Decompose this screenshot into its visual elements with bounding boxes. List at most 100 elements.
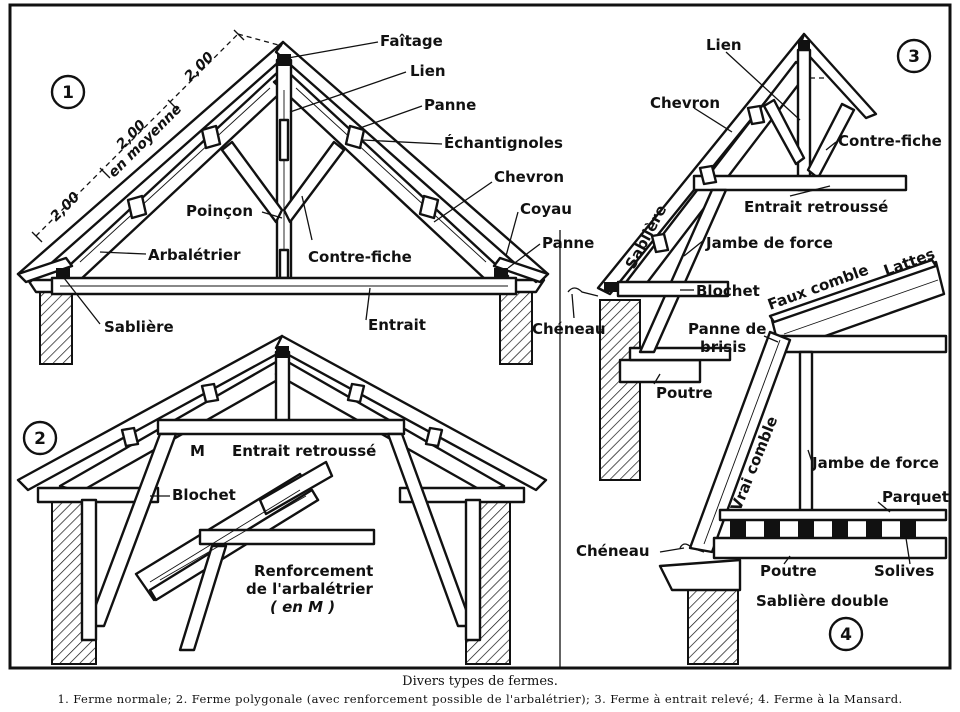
p4-leader-jambe [807, 449, 813, 463]
caption-items: 1. Ferme normale; 2. Ferme polygonale (a… [57, 692, 902, 706]
p2-renforcement-entrait [198, 528, 376, 546]
p1-grain-1 [79, 87, 271, 263]
p3-label-cheneau: Chéneau [532, 320, 606, 338]
p1-label-sabliere: Sablière [104, 318, 174, 336]
p1-number-circle [50, 74, 86, 110]
p2-post-right [464, 498, 482, 642]
p1-leader-poincon [261, 211, 283, 219]
p1-dim-ext-1 [237, 33, 283, 47]
p4-sabliere-cornice [658, 558, 742, 592]
p4-faux-grain [783, 279, 939, 335]
p1-dim-3: 2,00 [182, 49, 218, 85]
p2-entrait-retrousse [156, 418, 406, 436]
p1-grain-2 [295, 87, 487, 263]
p4-label-jambe-de-force: Jambe de force [811, 454, 939, 472]
p3-label-chevron: Chevron [650, 94, 720, 112]
p2-faitage-block [276, 346, 289, 358]
p3-echant-3 [746, 104, 766, 126]
p1-label-panne: Panne [424, 96, 476, 114]
p4-label-parquet: Parquet [882, 488, 949, 506]
p1-label-arbaletrier: Arbalétrier [148, 246, 241, 264]
p1-number: 1 [62, 83, 74, 103]
p2-chevron-right [274, 334, 548, 492]
p1-leader-echantignoles [361, 139, 443, 145]
p4-solives [730, 520, 916, 538]
p2-echant-4 [424, 426, 444, 448]
p1-contre-fiche-right [282, 140, 346, 224]
p1-echantignole-4 [418, 194, 440, 220]
p4-label-cheneau: Chéneau [576, 542, 650, 560]
p3-poutre [618, 358, 702, 384]
p3-label-poutre: Poutre [656, 384, 713, 402]
p4-vrai-grain [703, 339, 781, 545]
p1-echantignole-3 [344, 124, 366, 150]
p2-blochet-left [36, 486, 160, 504]
p1-label-echantignoles: Échantignoles [444, 133, 563, 152]
p4-leader-solives [905, 537, 911, 565]
p1-poincon-strap [278, 118, 290, 162]
p1-coyau-left [16, 256, 74, 284]
p1-panne-sabliere-left [56, 268, 70, 278]
p1-label-panne2: Panne [542, 234, 594, 252]
p1-dim-tick-2 [99, 167, 111, 179]
p1-label-coyau: Coyau [520, 200, 572, 218]
p4-label-panne-de-brisis-1: Panne de [688, 320, 766, 338]
p4-leader-poutre [783, 555, 791, 565]
p4-vrai-comble [688, 330, 792, 554]
panel-3-entrait-releve: 3 Lien Chevron Contre-fiche Sablière Ent… [532, 32, 942, 481]
p3-leader-entrait [789, 185, 831, 197]
p3-leader-chevron [693, 107, 733, 133]
figure-frame [8, 3, 952, 670]
p4-parquet [718, 508, 948, 522]
p1-leader-panne2 [507, 243, 541, 269]
p1-leader-chevron [433, 181, 493, 223]
p1-label-contre-fiche: Contre-fiche [308, 248, 412, 266]
p1-dim-tick-4 [233, 29, 245, 41]
p3-number: 3 [908, 47, 920, 67]
p4-leader-cheneau [659, 547, 685, 553]
p2-label-blochet: Blochet [172, 486, 236, 504]
p1-poincon-strap-2 [278, 248, 290, 280]
p1-chevron-right [274, 40, 550, 284]
p2-post-left [80, 498, 98, 642]
p3-label-blochet: Blochet [696, 282, 760, 300]
p1-label-lien: Lien [410, 62, 446, 80]
p1-dim-line [35, 33, 239, 237]
p1-label-poincon: Poinçon [186, 202, 253, 220]
p4-leader-panne [763, 335, 779, 343]
p2-echant-3 [346, 382, 366, 404]
p2-renforcement-jambe [178, 544, 228, 652]
p1-echantignole-1 [200, 124, 222, 150]
p1-leader-faitage [287, 41, 379, 59]
p3-leader-jambe [683, 239, 705, 257]
p1-label-entrait: Entrait [368, 316, 426, 334]
p4-lattes [768, 258, 938, 324]
p2-jambe-left [86, 432, 178, 628]
p4-poutre [712, 536, 948, 560]
p1-leader-panne [359, 105, 423, 129]
p1-dim-tick-3 [167, 99, 179, 111]
p3-cheneau [567, 287, 599, 297]
p2-label-renforcement-3: ( en M ) [270, 598, 335, 616]
p2-echant-2 [200, 382, 220, 404]
p1-wall-right [499, 291, 533, 365]
p1-panne-sabliere-right [494, 268, 508, 278]
p3-leader-lien [725, 51, 801, 121]
p1-dim-tick-1 [31, 231, 43, 243]
p1-leader-contre-fiche [301, 195, 313, 241]
p3-chevron-right [798, 32, 878, 120]
p2-label-m: M [190, 442, 205, 460]
p4-panne-de-brisis [770, 334, 948, 354]
p3-jambe-de-force [638, 188, 728, 354]
p1-leader-entrait [365, 287, 371, 321]
p3-wall [599, 299, 641, 481]
p2-renforcement-top [258, 460, 334, 516]
p2-label-entrait-retrousse: Entrait retroussé [232, 442, 376, 460]
p3-leader-cheneau [571, 293, 575, 319]
p4-cheneau [679, 543, 705, 553]
p3-entrait-retrousse [692, 174, 908, 192]
p4-label-poutre: Poutre [760, 562, 817, 580]
p2-number-circle [22, 420, 58, 456]
p4-number-circle [828, 616, 864, 652]
